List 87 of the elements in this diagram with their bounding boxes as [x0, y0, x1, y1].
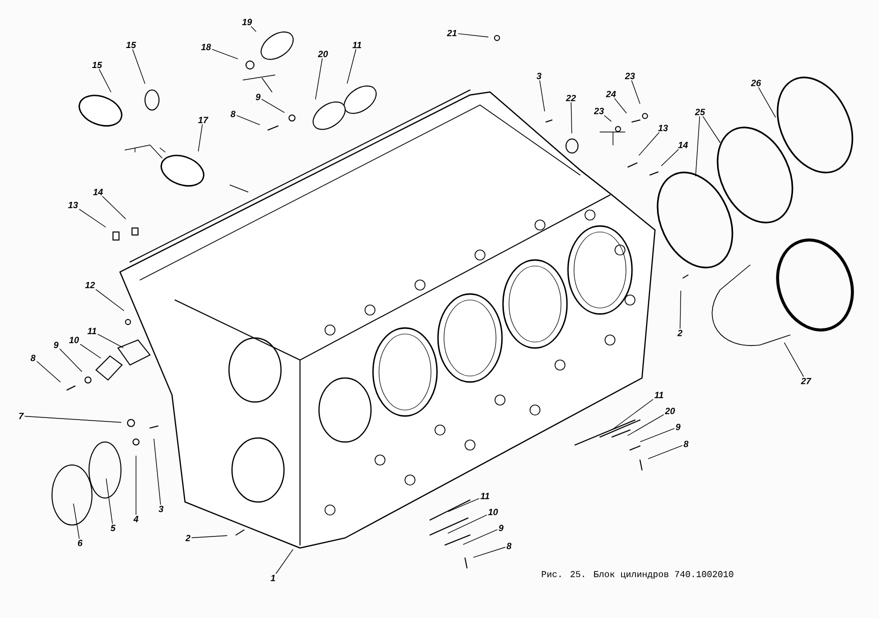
callout-number: 11 — [87, 328, 96, 334]
leader-line — [638, 132, 660, 156]
leader-line — [198, 124, 203, 152]
callout-number: 8 — [684, 440, 688, 448]
callout-number: 3 — [158, 506, 164, 512]
callout-number: 20 — [318, 50, 328, 58]
leader-line — [448, 514, 487, 534]
leader-line — [60, 348, 82, 372]
leader-line — [661, 149, 679, 166]
callout-number: 14 — [678, 142, 688, 148]
leader-line — [640, 428, 674, 442]
callout-number: 13 — [658, 124, 668, 132]
callout-number: 13 — [68, 202, 78, 208]
leader-line — [462, 529, 498, 545]
leader-line — [236, 115, 260, 126]
callout-number: 20 — [664, 408, 675, 414]
leader-line — [346, 49, 356, 84]
leader-line — [784, 342, 804, 377]
callout-number: 14 — [93, 188, 103, 196]
callout-number: 5 — [110, 524, 116, 532]
callout-number: 17 — [198, 116, 208, 124]
callout-number: 6 — [78, 540, 83, 546]
leader-line — [99, 69, 112, 92]
figure-caption: Рис. 25. Блок цилиндров 740.1002010 — [542, 571, 734, 579]
callout-number: 2 — [677, 330, 682, 336]
callout-number: 2 — [185, 534, 190, 542]
leader-line — [250, 26, 256, 32]
leader-line — [102, 196, 126, 220]
callout-number: 25 — [694, 108, 706, 116]
leader-line — [96, 289, 124, 311]
leader-line — [80, 344, 101, 358]
callout-number: 23 — [594, 108, 604, 114]
leader-line — [631, 80, 640, 104]
callout-number: 9 — [676, 424, 680, 430]
callout-number: 21 — [446, 30, 457, 36]
callout-number: 8 — [506, 542, 512, 550]
leader-line — [539, 80, 545, 112]
leader-line — [458, 33, 488, 38]
callout-number: 9 — [54, 342, 58, 348]
callout-number: 18 — [201, 44, 211, 50]
leader-line — [106, 478, 113, 524]
leader-line — [73, 504, 80, 539]
leader-line — [79, 208, 106, 228]
callout-number: 7 — [19, 412, 24, 420]
callout-number: 12 — [85, 282, 95, 288]
callout-number: 11 — [654, 392, 664, 398]
leader-line — [132, 49, 146, 84]
callout-number: 23 — [624, 72, 635, 80]
leader-line — [680, 290, 682, 329]
callout-number: 27 — [800, 378, 812, 384]
callout-number: 24 — [606, 90, 616, 98]
callout-number: 19 — [242, 18, 252, 26]
callout-number: 8 — [30, 354, 36, 362]
leader-line — [98, 334, 124, 348]
callout-number: 9 — [256, 94, 260, 100]
callout-number: 11 — [480, 492, 490, 500]
leader-line — [612, 399, 654, 430]
leader-line — [262, 98, 285, 113]
callout-number: 1 — [270, 574, 276, 582]
leader-line — [570, 102, 572, 134]
callout-number: 22 — [566, 94, 576, 102]
leader-line — [702, 116, 720, 143]
leader-line — [315, 58, 323, 100]
leader-line — [473, 546, 506, 558]
leader-line — [695, 116, 700, 176]
callout-number: 9 — [498, 524, 504, 532]
callout-number: 3 — [536, 72, 542, 80]
leader-line — [154, 438, 161, 505]
leader-line — [648, 445, 682, 460]
leader-line — [276, 549, 294, 574]
leader-line — [604, 115, 612, 122]
callout-number: 10 — [488, 508, 498, 516]
callout-number: 11 — [352, 42, 362, 48]
leader-line — [36, 361, 61, 382]
leader-line — [192, 535, 228, 538]
leader-line — [448, 498, 480, 512]
callout-number: 10 — [69, 336, 79, 344]
leader-line — [614, 98, 627, 114]
callout-number: 26 — [750, 80, 762, 86]
callout-number: 15 — [126, 42, 136, 48]
leader-line — [627, 414, 664, 436]
leader-line — [758, 87, 776, 118]
leader-line — [24, 416, 122, 423]
callout-number: 4 — [133, 516, 138, 522]
callout-number: 8 — [230, 110, 236, 118]
callout-number: 15 — [92, 62, 102, 68]
leader-line — [212, 49, 238, 60]
